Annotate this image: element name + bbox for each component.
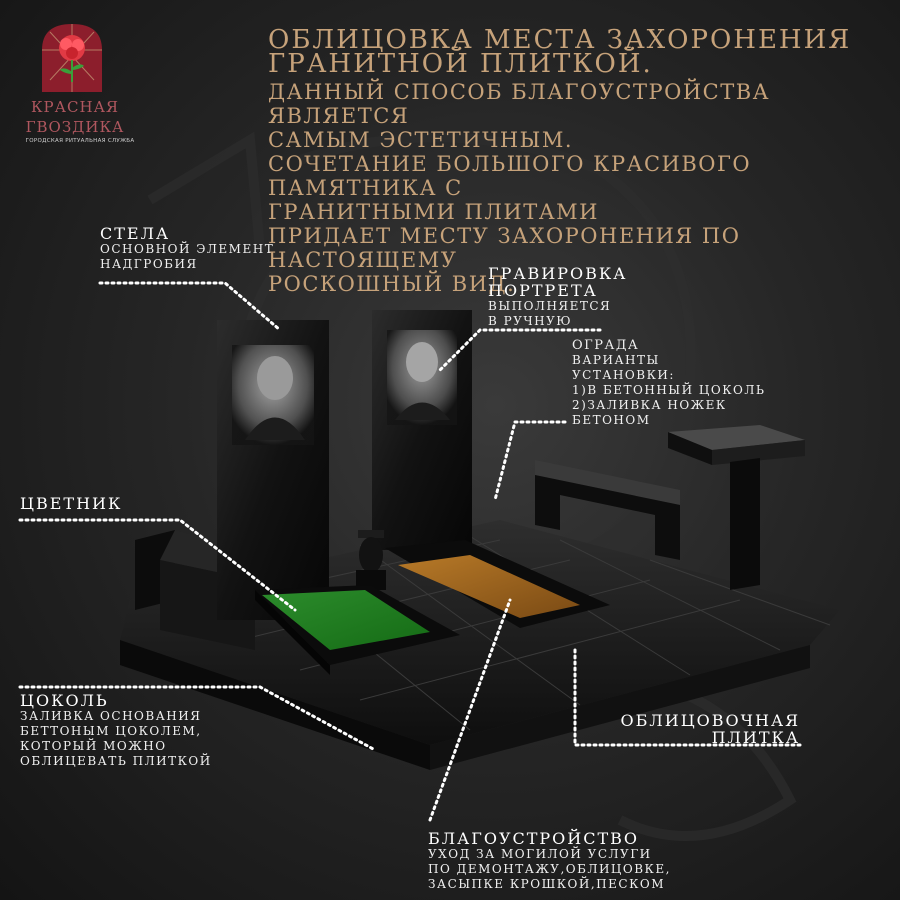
callout-landscaping: БЛАГОУСТРОЙСТВО УХОД ЗА МОГИЛОЙ УСЛУГИ П… <box>428 830 671 892</box>
callout-engraving-desc2: В РУЧНУЮ <box>488 314 573 328</box>
callout-plinth-title: ЦОКОЛЬ <box>20 691 109 710</box>
header-text: ОБЛИЦОВКА МЕСТА ЗАХОРОНЕНИЯ ГРАНИТНОЙ ПЛ… <box>268 25 888 296</box>
callout-tile-title1: ОБЛИЦОВОЧНАЯ <box>620 711 800 730</box>
callout-plinth-desc3: КОТОРЫЙ МОЖНО <box>20 739 167 753</box>
callout-tile-title2: ПЛИТКА <box>711 728 800 747</box>
callout-landscaping-title: БЛАГОУСТРОЙСТВО <box>428 829 640 848</box>
callout-fence: ОГРАДА ВАРИАНТЫ УСТАНОВКИ: 1)В БЕТОННЫЙ … <box>572 338 765 428</box>
callout-plinth-desc4: ОБЛИЦЕВАТЬ ПЛИТКОЙ <box>20 754 212 768</box>
logo-name-line1: КРАСНАЯ <box>30 98 120 116</box>
header-text-line5: ПРИДАЕТ МЕСТУ ЗАХОРОНЕНИЯ ПО НАСТОЯЩЕМУ <box>268 224 741 272</box>
stela-left <box>217 320 329 620</box>
callout-plinth-desc1: ЗАЛИВКА ОСНОВАНИЯ <box>20 709 202 723</box>
flowerbed <box>255 585 460 675</box>
callout-lines <box>18 281 802 822</box>
callout-fence-desc3: 1)В БЕТОННЫЙ ЦОКОЛЬ <box>572 383 766 397</box>
callout-landscaping-desc2: ПО ДЕМОНТАЖУ,ОБЛИЦОВКЕ, <box>428 862 671 876</box>
callout-landscaping-desc1: УХОД ЗА МОГИЛОЙ УСЛУГИ <box>428 847 652 861</box>
header-text-line1: ДАННЫЙ СПОСОБ БЛАГОУСТРОЙСТВА ЯВЛЯЕТСЯ <box>268 80 771 128</box>
carnation-icon <box>42 24 102 92</box>
callout-landscaping-desc3: ЗАСЫПКЕ КРОШКОЙ,ПЕСКОМ <box>428 877 665 891</box>
callout-plinth: ЦОКОЛЬ ЗАЛИВКА ОСНОВАНИЯ БЕТТОНЫМ ЦОКОЛЕ… <box>20 692 212 769</box>
header-text-line2: САМЫМ ЭСТЕТИЧНЫМ. <box>268 128 573 152</box>
stela-right <box>372 310 472 550</box>
callout-tile: ОБЛИЦОВОЧНАЯ ПЛИТКА <box>600 712 800 746</box>
header-text-line6: РОСКОШНЫЙ ВИД. <box>268 272 516 296</box>
callout-engraving: ГРАВИРОВКА ПОРТРЕТА ВЫПОЛНЯЕТСЯ В РУЧНУЮ <box>488 265 627 329</box>
callout-fence-title: ОГРАДА <box>572 338 640 353</box>
vase <box>356 530 386 590</box>
callout-fence-desc1: ВАРИАНТЫ <box>572 353 660 367</box>
callout-stela-desc2: НАДГРОБИЯ <box>100 257 198 271</box>
header-title-line2: ГРАНИТНОЙ ПЛИТКОЙ. <box>268 49 653 79</box>
header-title-line1: ОБЛИЦОВКА МЕСТА ЗАХОРОНЕНИЯ <box>268 25 852 55</box>
callout-stela-title: СТЕЛА <box>100 224 171 243</box>
callout-engraving-title2: ПОРТРЕТА <box>488 281 598 300</box>
header-text-line3: СОЧЕТАНИЕ БОЛЬШОГО КРАСИВОГО ПАМЯТНИКА С <box>268 152 752 200</box>
callout-plinth-desc2: БЕТТОНЫМ ЦОКОЛЕМ, <box>20 724 202 738</box>
header-text-line4: ГРАНИТНЫМИ ПЛИТАМИ <box>268 200 599 224</box>
callout-stela-desc1: ОСНОВНОЙ ЭЛЕМЕНТ <box>100 242 275 256</box>
logo-name-line2: ГВОЗДИКА <box>25 118 125 136</box>
callout-fence-desc4: 2)ЗАЛИВКА НОЖЕК <box>572 398 727 412</box>
callout-stela: СТЕЛА ОСНОВНОЙ ЭЛЕМЕНТ НАДГРОБИЯ <box>100 225 274 272</box>
callout-engraving-desc1: ВЫПОЛНЯЕТСЯ <box>488 299 612 313</box>
sand-bed <box>385 540 610 628</box>
callout-flowerbed-title: ЦВЕТНИК <box>20 494 123 513</box>
logo-subtitle: ГОРОДСКАЯ РИТУАЛЬНАЯ СЛУЖБА <box>25 138 135 144</box>
callout-fence-desc2: УСТАНОВКИ: <box>572 368 675 382</box>
callout-engraving-title1: ГРАВИРОВКА <box>488 264 628 283</box>
brand-logo: КРАСНАЯ ГВОЗДИКА ГОРОДСКАЯ РИТУАЛЬНАЯ СЛ… <box>10 20 140 150</box>
callout-fence-desc5: БЕТОНОМ <box>572 413 651 427</box>
callout-flowerbed: ЦВЕТНИК <box>20 495 122 512</box>
